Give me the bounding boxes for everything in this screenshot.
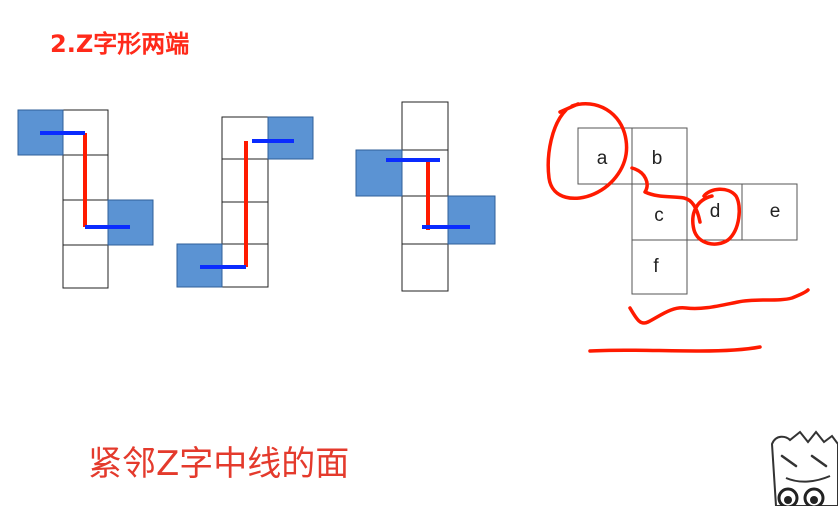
net-cell: [401, 101, 449, 151]
cube-net-4: a b c d e f: [577, 127, 798, 295]
circle-around-d: [691, 187, 742, 246]
cell-label-f: f: [653, 256, 659, 277]
slide-title: 2.Z字形两端: [50, 30, 190, 58]
net-cell-c: [631, 183, 688, 241]
handwritten-annotations: [546, 102, 810, 353]
underline-1: [628, 288, 810, 325]
cell-label-c: c: [654, 205, 664, 226]
cell-label-a: a: [597, 148, 608, 169]
slide-caption: 紧邻Z字中线的面: [88, 444, 350, 484]
cell-label-e: e: [770, 201, 781, 222]
highlight-face: [355, 149, 403, 197]
net-cell: [62, 244, 109, 289]
cube-net-2: [176, 116, 314, 288]
highlight-face: [107, 199, 154, 246]
net-cell-a: [577, 127, 633, 185]
cube-net-3: [355, 101, 496, 292]
cell-label-b: b: [652, 148, 663, 169]
highlight-face: [267, 116, 314, 160]
cell-label-d: d: [710, 201, 721, 222]
net-cell: [401, 149, 449, 197]
highlight-face: [447, 195, 496, 245]
circle-around-a: [546, 102, 629, 201]
net-cell-e: [741, 183, 798, 241]
net-cell-f: [631, 239, 688, 295]
cube-net-1: [17, 109, 154, 289]
mascot-icon: [770, 430, 838, 506]
net-cell: [401, 195, 449, 245]
underline-2: [588, 345, 762, 353]
net-cell: [401, 243, 449, 292]
